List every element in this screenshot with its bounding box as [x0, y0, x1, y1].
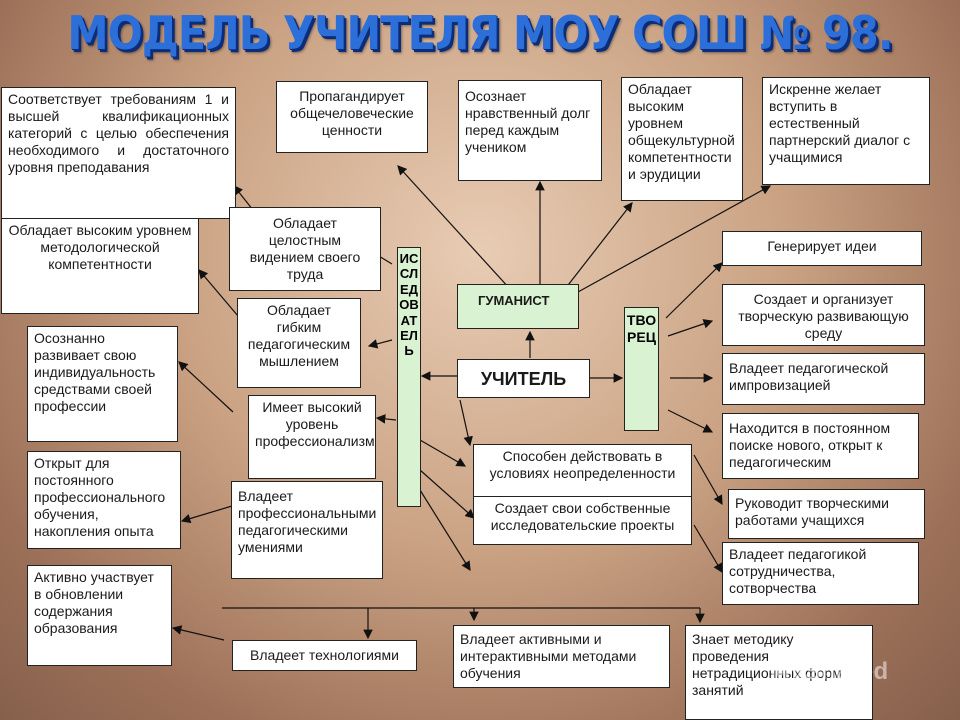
trait-acts-in-uncertainty: Способен действовать в условиях неопреде…: [473, 444, 692, 497]
trait-improvisation: Владеет педагогической импровизацией: [722, 353, 925, 405]
trait-universal-values: Пропагандирует общечеловеческие ценности: [276, 81, 428, 153]
node-teacher: УЧИТЕЛЬ: [457, 359, 590, 398]
trait-high-professionalism: Имеет высокий уровень профессионализма: [248, 395, 376, 479]
trait-cultural-competence: Обладает высоким уровнем общекультурной …: [621, 77, 743, 201]
trait-creative-environment: Создает и организует творческую развиваю…: [722, 284, 925, 346]
trait-moral-duty: Осознает нравственный долг перед каждым …: [458, 80, 602, 181]
trait-creates-research-projects: Создает свои собственные исследовательск…: [473, 496, 692, 545]
node-creator: ТВОРЕЦ: [624, 307, 659, 431]
diagram-title: МОДЕЛЬ УЧИТЕЛЯ МОУ СОШ № 98.: [67, 6, 893, 60]
trait-develops-individuality: Осознанно развивает свою индивидуальност…: [27, 326, 178, 442]
node-researcher: ИССЛЕДОВАТЕЛЬ: [397, 247, 421, 507]
trait-generates-ideas: Генерирует идеи: [722, 231, 922, 266]
trait-constant-search: Находится в постоянном поиске нового, от…: [722, 413, 919, 479]
trait-technologies: Владеет технологиями: [232, 640, 417, 671]
trait-nontraditional-lessons: Знает методику проведения нетрадиционных…: [685, 625, 873, 720]
trait-open-to-learning: Открыт для постоянного профессионального…: [27, 451, 181, 549]
trait-methodological-competence: Обладает высоким уровнем методологическо…: [1, 218, 199, 314]
trait-professional-skills: Владеет профессиональными педагогическим…: [231, 481, 383, 579]
trait-leads-creative-work: Руководит творческими работами учащихся: [728, 489, 925, 539]
trait-qualification-requirements: Соответствует требованиям 1 и высшей ква…: [1, 87, 236, 219]
watermark-logo: MyShared: [770, 658, 889, 685]
trait-flexible-thinking: Обладает гибким педагогическим мышлением: [237, 298, 361, 388]
trait-cooperation-pedagogy: Владеет педагогикой сотрудничества, сотв…: [722, 542, 919, 605]
trait-holistic-vision: Обладает целостным видением своего труда: [229, 207, 381, 291]
trait-partner-dialogue: Искренне желает вступить в естественный …: [762, 77, 930, 185]
node-humanist: ГУМАНИСТ: [457, 284, 579, 329]
trait-interactive-methods: Владеет активными и интерактивными метод…: [453, 625, 670, 688]
trait-updates-curriculum: Активно участвует в обновлении содержани…: [27, 565, 172, 666]
